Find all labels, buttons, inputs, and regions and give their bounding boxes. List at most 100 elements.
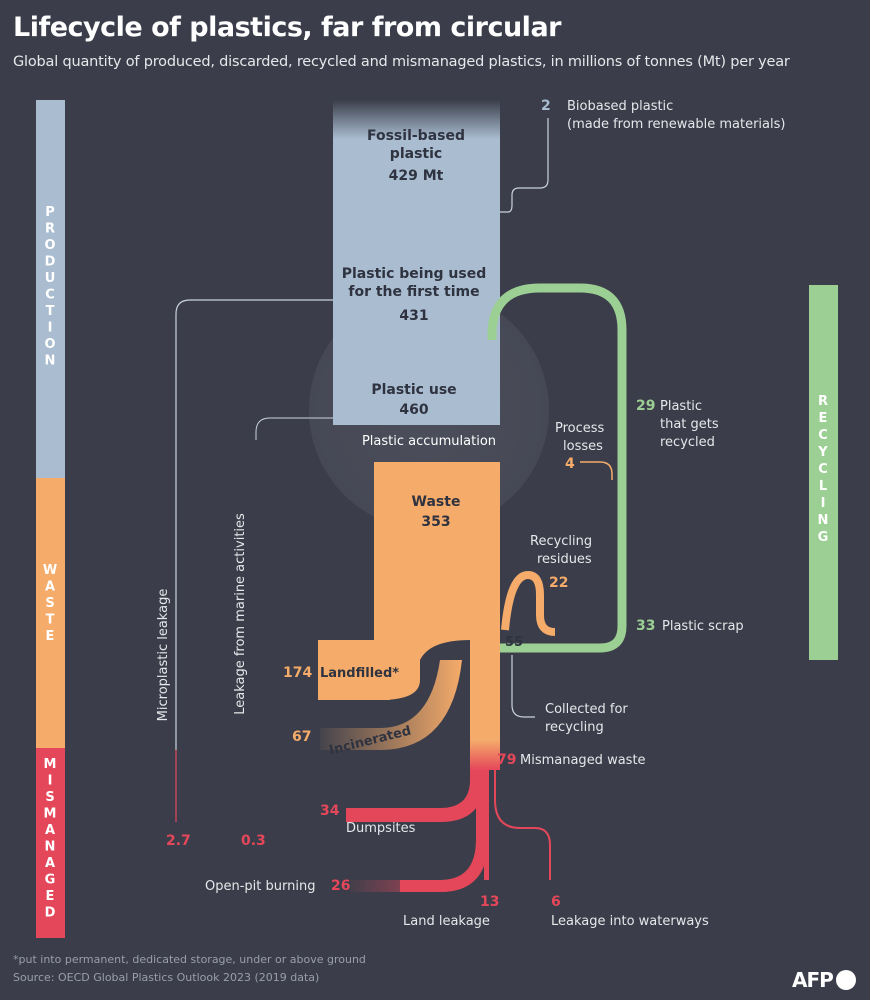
sidebar-production-letter: P [45, 205, 55, 220]
accumulation-label: Plastic accumulation [362, 434, 496, 449]
marine-label: Leakage from marine activities [233, 513, 248, 715]
mismanaged-label: Mismanaged waste [520, 753, 646, 768]
biobased-line [500, 118, 549, 213]
sidebar-waste-letter: A [45, 580, 55, 595]
sidebar-production-letter: I [48, 321, 53, 336]
residues-label-1: Recycling [530, 534, 592, 549]
sidebar-mismanaged-letter: M [44, 757, 57, 772]
recycled-label-1: Plastic [660, 399, 702, 414]
mismanaged-stream [470, 740, 500, 770]
land-leakage-branch [484, 770, 489, 880]
sidebar-mismanaged-letter: M [44, 807, 57, 822]
production-bar [36, 100, 65, 478]
land-leakage-value: 13 [480, 894, 499, 910]
recycled-label-3: recycled [660, 435, 715, 450]
marine-line [255, 417, 333, 440]
waste-value: 353 [421, 514, 450, 530]
source-note: Source: OECD Global Plastics Outlook 202… [13, 971, 320, 984]
footnote: *put into permanent, dedicated storage, … [13, 953, 366, 966]
incinerated-band [320, 660, 462, 750]
sidebar-waste-letter: S [45, 596, 54, 611]
fossil-value: 429 Mt [389, 168, 444, 184]
scrap-value: 33 [636, 618, 655, 634]
sidebar-recycling-letter: N [818, 513, 829, 528]
microplastic-line [175, 299, 333, 750]
sidebar-mismanaged-letter: N [45, 840, 56, 855]
fossil-label-1: Fossil-based [367, 128, 465, 144]
marine-value: 0.3 [241, 833, 266, 849]
production-column [333, 100, 500, 425]
page-subtitle: Global quantity of produced, discarded, … [13, 54, 790, 70]
open-burning-label: Open-pit burning [205, 879, 315, 894]
first-use-label-1: Plastic being used [342, 266, 487, 282]
sidebar-recycling-letter: I [821, 496, 826, 511]
biobased-value: 2 [541, 98, 551, 114]
use-value: 460 [399, 402, 428, 418]
sidebar-recycling-letter: L [819, 479, 827, 494]
sidebar-production-letter: D [45, 255, 56, 270]
residues-value: 22 [549, 575, 568, 591]
sidebar-recycling-letter: C [818, 428, 828, 443]
residues-loop [501, 570, 556, 636]
sidebar-mismanaged-letter: I [48, 774, 53, 789]
recycling-bar [809, 285, 838, 660]
waste-block [318, 462, 500, 760]
land-leakage-label: Land leakage [403, 914, 490, 929]
sidebar-waste-letter: W [43, 563, 57, 578]
process-losses-label-1: Process [555, 421, 605, 436]
process-losses-value: 4 [565, 456, 575, 472]
waterways-label: Leakage into waterways [551, 914, 709, 929]
sidebar-mismanaged-letter: D [45, 906, 56, 921]
sidebar-recycling-letter: C [818, 462, 828, 477]
sidebar-mismanaged-letter: A [45, 856, 55, 871]
landfilled-block [318, 640, 390, 700]
scrap-label: Plastic scrap [662, 619, 744, 634]
recycled-value: 29 [636, 398, 655, 414]
biobased-label-1: Biobased plastic [567, 99, 673, 114]
biobased-label-2: (made from renewable materials) [567, 117, 785, 132]
collected-line [511, 655, 535, 718]
incinerated-value: 67 [292, 729, 311, 745]
collected-label-2: recycling [545, 720, 604, 735]
microplastic-label: Microplastic leakage [156, 589, 171, 722]
landfilled-label: Landfilled* [320, 666, 399, 681]
first-use-label-2: for the first time [348, 284, 479, 300]
sidebar-mismanaged-letter: S [45, 790, 54, 805]
sidebar-waste-letter: T [46, 613, 55, 628]
waterways-branch [494, 770, 551, 880]
open-burning-solid [400, 780, 488, 892]
first-use-value: 431 [399, 308, 428, 324]
collected-value: 55 [505, 635, 523, 650]
sidebar-production-letter: O [44, 238, 55, 253]
sidebar-recycling-letter: Y [817, 445, 828, 460]
collected-label-1: Collected for [545, 702, 628, 717]
sidebar-waste-letter: E [46, 629, 55, 644]
sidebar-recycling-letter: E [819, 411, 828, 426]
open-burning-value: 26 [331, 878, 350, 894]
sidebar-production-letter: C [45, 288, 55, 303]
mismanaged-value: 79 [497, 752, 516, 768]
process-loss-line [580, 461, 613, 480]
sidebar-production-letter: T [46, 304, 55, 319]
afp-logo: AFP [792, 968, 834, 992]
dumpsites-branch [346, 770, 484, 822]
mismanaged-bar [36, 748, 65, 938]
waste-bar [36, 478, 65, 748]
recycled-label-2: that gets [660, 417, 719, 432]
dumpsites-label: Dumpsites [346, 821, 416, 836]
sidebar-recycling-letter: R [818, 394, 828, 409]
sidebar-production-letter: N [45, 354, 56, 369]
landfilled-value: 174 [283, 665, 312, 681]
sidebar-production-letter: U [45, 271, 56, 286]
waterways-value: 6 [551, 894, 561, 910]
sidebar-recycling-letter: G [818, 530, 829, 545]
dumpsites-value: 34 [320, 803, 340, 819]
sidebar-mismanaged-letter: A [45, 823, 55, 838]
recycling-loop [487, 283, 627, 653]
residues-label-2: residues [537, 552, 592, 567]
use-label: Plastic use [371, 382, 456, 398]
